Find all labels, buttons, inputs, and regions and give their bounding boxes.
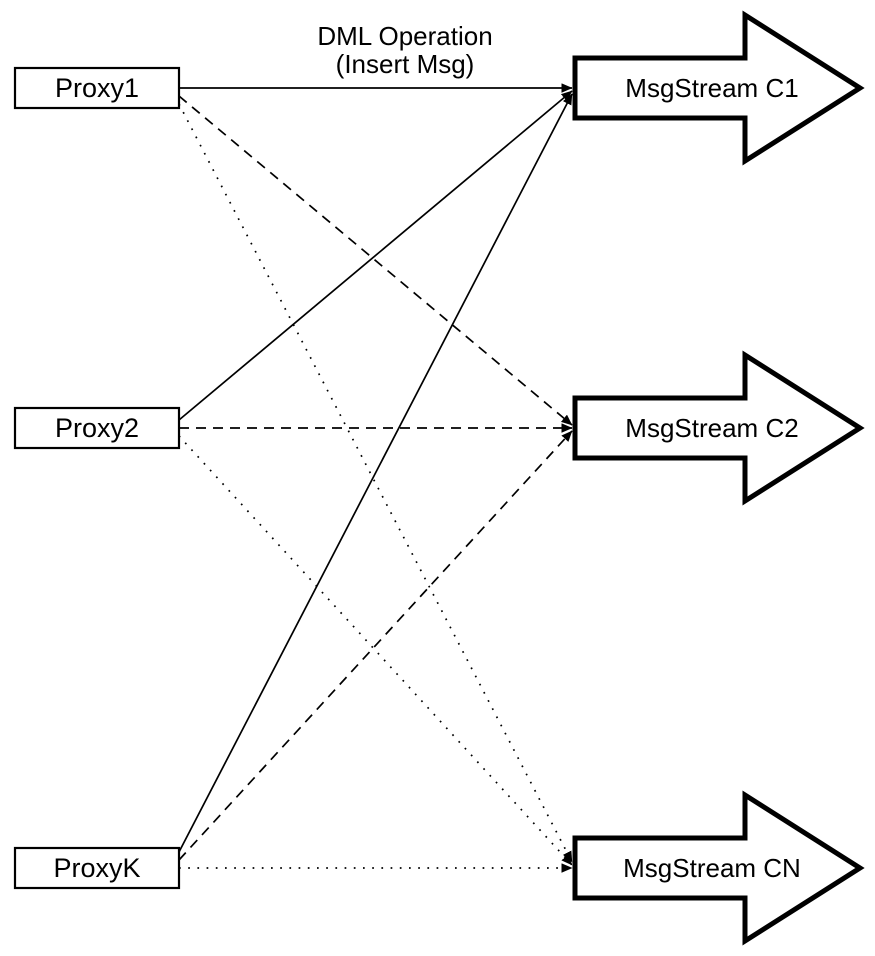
edge-proxy2-c1-solid: [178, 90, 573, 421]
stream-nodes: MsgStream C1 MsgStream C2 MsgStream CN: [572, 10, 865, 946]
stream-node-c1: MsgStream C1: [572, 10, 865, 166]
dml-annotation: DML Operation (Insert Msg): [317, 21, 492, 79]
annotation-line1: DML Operation: [317, 21, 492, 51]
stream-label: MsgStream CN: [623, 853, 801, 883]
edges: [178, 83, 573, 873]
edge-proxy1-c2-dashed: [178, 95, 573, 426]
proxy-label: Proxy1: [55, 73, 139, 103]
edge-proxyk-c2-dashed: [178, 430, 573, 861]
proxy-box: [13, 66, 181, 110]
stream-node-cn: MsgStream CN: [572, 790, 865, 946]
stream-label: MsgStream C1: [625, 73, 798, 103]
stream-arrow-shape: [572, 350, 865, 506]
edge-proxy2-cn-dotted: [178, 435, 573, 866]
stream-label: MsgStream C2: [625, 413, 798, 443]
stream-node-c2: MsgStream C2: [572, 350, 865, 506]
stream-arrow-shape: [572, 790, 865, 946]
proxy-node-proxy1: Proxy1: [13, 66, 181, 110]
proxy-label: ProxyK: [53, 853, 140, 883]
proxy-node-proxyk: ProxyK: [13, 846, 181, 890]
annotation-line2: (Insert Msg): [336, 49, 475, 79]
edge-proxy1-cn-dotted: [178, 103, 573, 863]
proxy-label: Proxy2: [55, 413, 139, 443]
stream-arrow-shape: [572, 10, 865, 166]
proxy-node-proxy2: Proxy2: [13, 406, 181, 450]
edge-proxyk-c1-solid: [178, 93, 573, 853]
